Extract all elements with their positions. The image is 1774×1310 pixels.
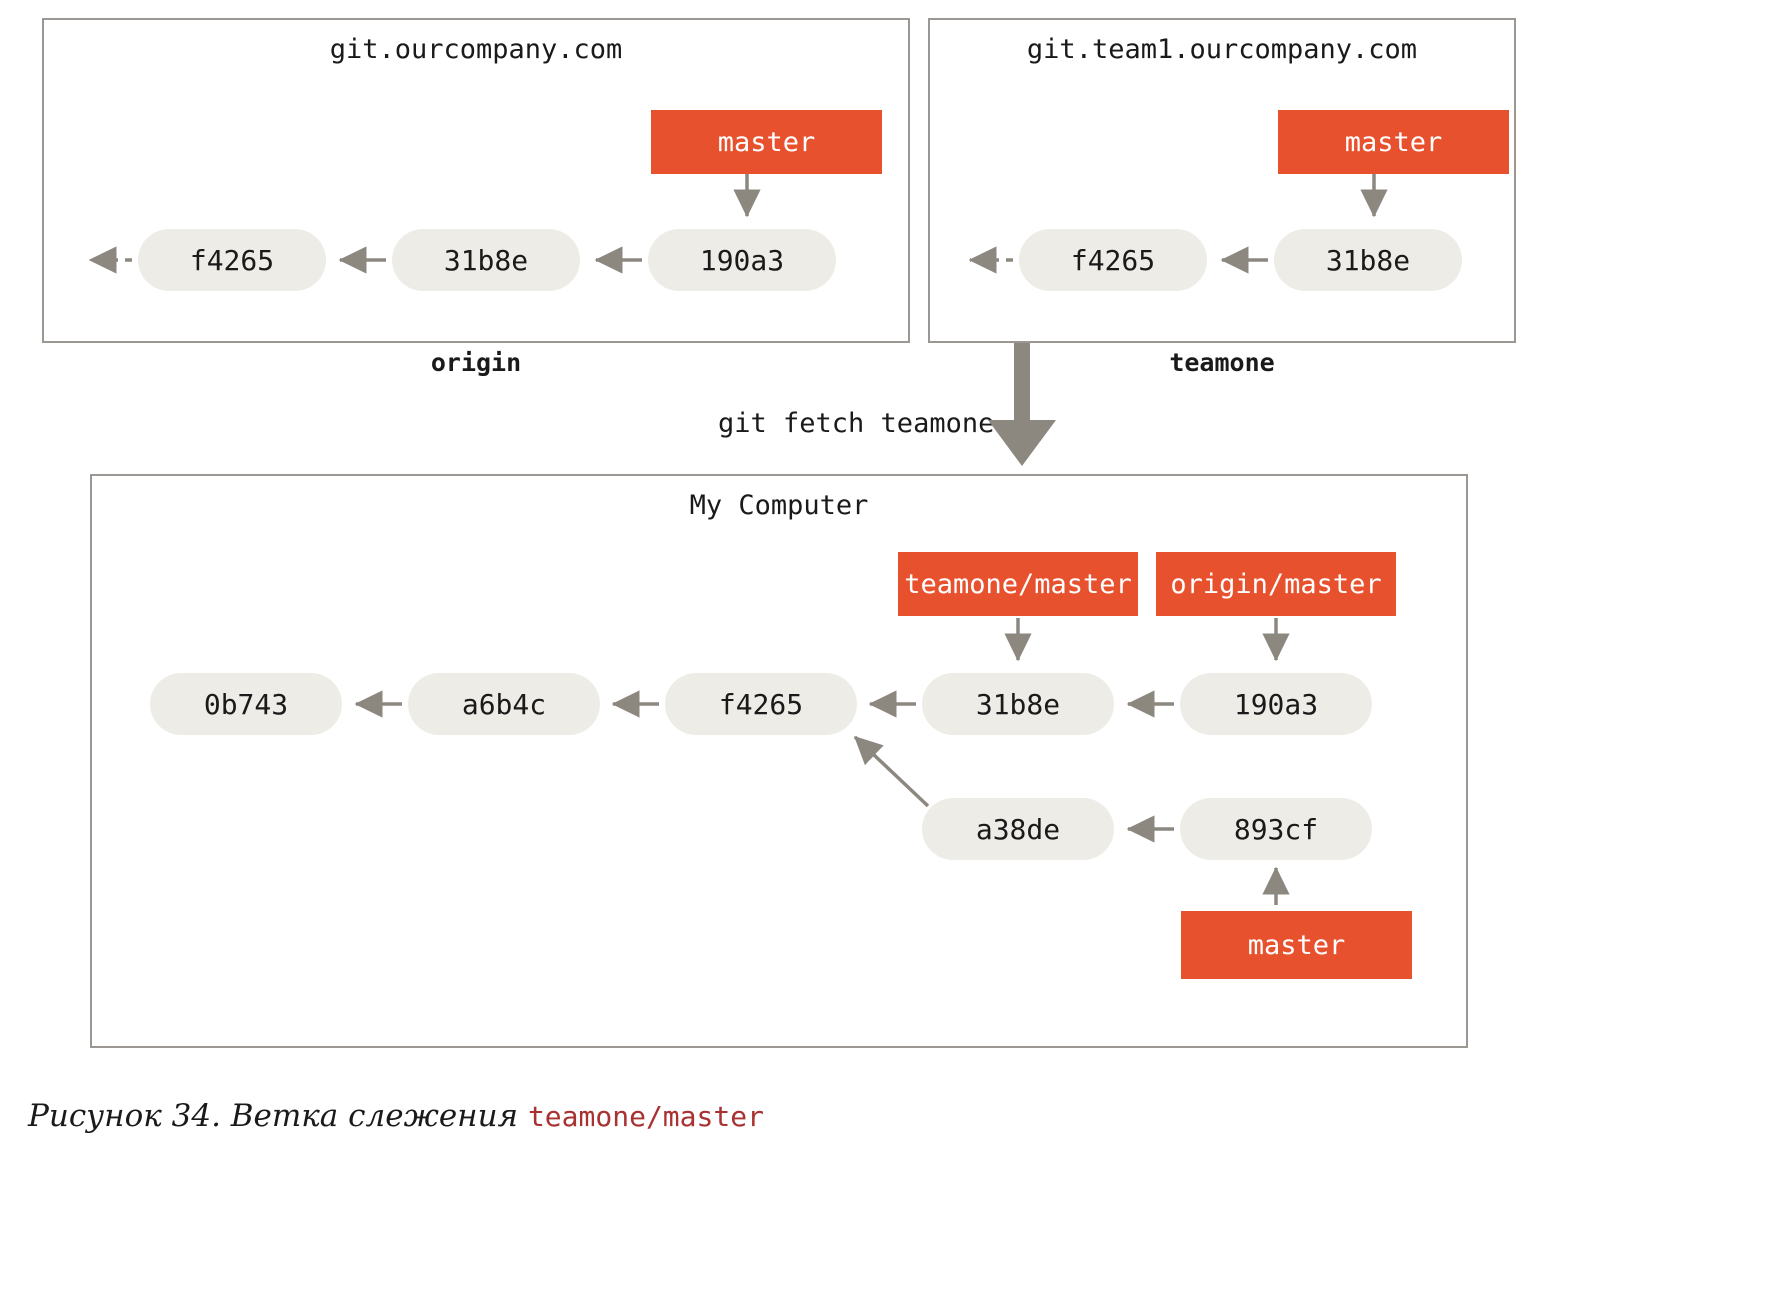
panel-teamone-caption: teamone	[1169, 348, 1275, 377]
commit-node-a6b4c[interactable]: a6b4c	[408, 673, 600, 735]
commit-node-f4265-local[interactable]: f4265	[665, 673, 857, 735]
figure-caption: Рисунок 34. Ветка слежения teamone/maste…	[28, 1098, 764, 1134]
commit-node-f4265-origin[interactable]: f4265	[138, 229, 326, 291]
branch-label-origin-master-local[interactable]: origin/master	[1156, 552, 1396, 616]
commit-node-31b8e-origin[interactable]: 31b8e	[392, 229, 580, 291]
fetch-command-label: git fetch teamone	[718, 408, 995, 439]
branch-label-teamone-master-local[interactable]: teamone/master	[898, 552, 1138, 616]
commit-node-a38de[interactable]: a38de	[922, 798, 1114, 860]
panel-teamone-title: git.team1.ourcompany.com	[1026, 34, 1418, 65]
panel-origin	[42, 18, 910, 343]
commit-node-31b8e-teamone[interactable]: 31b8e	[1274, 229, 1462, 291]
branch-label-origin-master[interactable]: master	[651, 110, 882, 174]
commit-node-31b8e-local[interactable]: 31b8e	[922, 673, 1114, 735]
commit-node-190a3-origin[interactable]: 190a3	[648, 229, 836, 291]
commit-node-190a3-local[interactable]: 190a3	[1180, 673, 1372, 735]
branch-label-local-master[interactable]: master	[1181, 911, 1412, 979]
panel-my-computer-title: My Computer	[689, 490, 869, 521]
panel-teamone	[928, 18, 1516, 343]
figure-caption-text: Рисунок 34. Ветка слежения	[28, 1098, 528, 1134]
branch-label-teamone-master[interactable]: master	[1278, 110, 1509, 174]
panel-origin-caption: origin	[430, 348, 522, 377]
panel-origin-title: git.ourcompany.com	[329, 34, 623, 65]
commit-node-0b743[interactable]: 0b743	[150, 673, 342, 735]
figure-caption-branch: teamone/master	[527, 1100, 764, 1133]
commit-node-893cf[interactable]: 893cf	[1180, 798, 1372, 860]
commit-node-f4265-teamone[interactable]: f4265	[1019, 229, 1207, 291]
